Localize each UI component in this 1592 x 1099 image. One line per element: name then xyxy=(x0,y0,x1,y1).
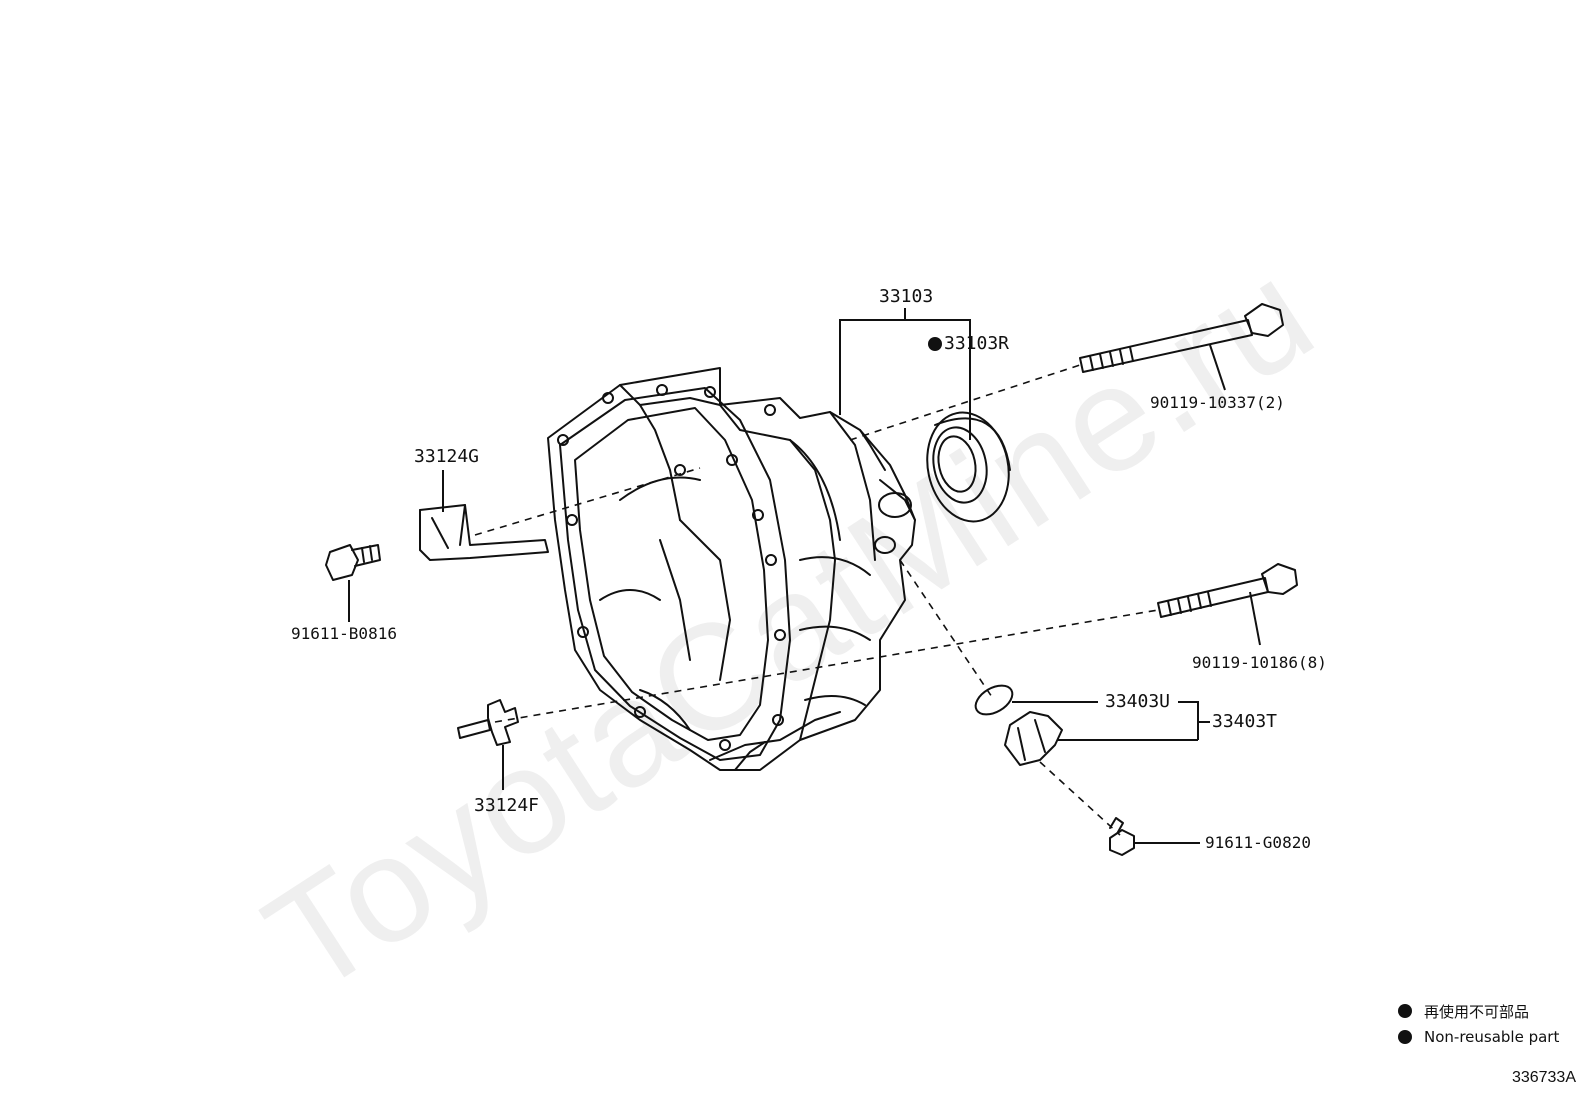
legend-row-en: Non-reusable part xyxy=(1398,1024,1559,1050)
label-33403t[interactable]: 33403T xyxy=(1212,711,1278,732)
label-91611-g0820[interactable]: 91611-G0820 xyxy=(1205,833,1311,852)
bolt-long-upper xyxy=(1079,303,1284,373)
label-90119-10337[interactable]: 90119-10337(2) xyxy=(1150,393,1285,412)
label-33103[interactable]: 33103 xyxy=(879,286,934,307)
transmission-case xyxy=(547,367,916,771)
label-33403u[interactable]: 33403U xyxy=(1105,691,1171,712)
legend-en: Non-reusable part xyxy=(1424,1028,1560,1046)
label-33124f[interactable]: 33124F xyxy=(474,795,540,816)
leader-lines xyxy=(348,308,1261,844)
bolt-long-lower xyxy=(1157,563,1298,618)
diagram-code: 336733A xyxy=(1511,1069,1576,1086)
legend-row-jp: 再使用不可部品 xyxy=(1398,998,1559,1024)
bullet-icon xyxy=(1398,1030,1412,1044)
label-33103r-text: 33103R xyxy=(944,333,1010,354)
alignment-lines xyxy=(474,364,1159,836)
label-91611-b0816[interactable]: 91611-B0816 xyxy=(291,624,397,643)
label-33124g[interactable]: 33124G xyxy=(414,446,480,467)
bracket-33124g xyxy=(419,504,549,561)
label-33103r[interactable]: 33103R xyxy=(928,335,1009,353)
clip-33124f xyxy=(457,699,519,746)
legend-jp: 再使用不可部品 xyxy=(1424,1002,1530,1021)
bullet-icon xyxy=(1398,1004,1412,1018)
label-90119-10186[interactable]: 90119-10186(8) xyxy=(1192,653,1327,672)
legend: 再使用不可部品 Non-reusable part xyxy=(1398,998,1559,1050)
bolt-91611-b0816 xyxy=(325,544,381,581)
o-ring xyxy=(974,684,1014,716)
sleeve xyxy=(1004,711,1063,766)
bolt-91611-g0820 xyxy=(1109,817,1135,856)
oil-seal xyxy=(926,411,1011,523)
